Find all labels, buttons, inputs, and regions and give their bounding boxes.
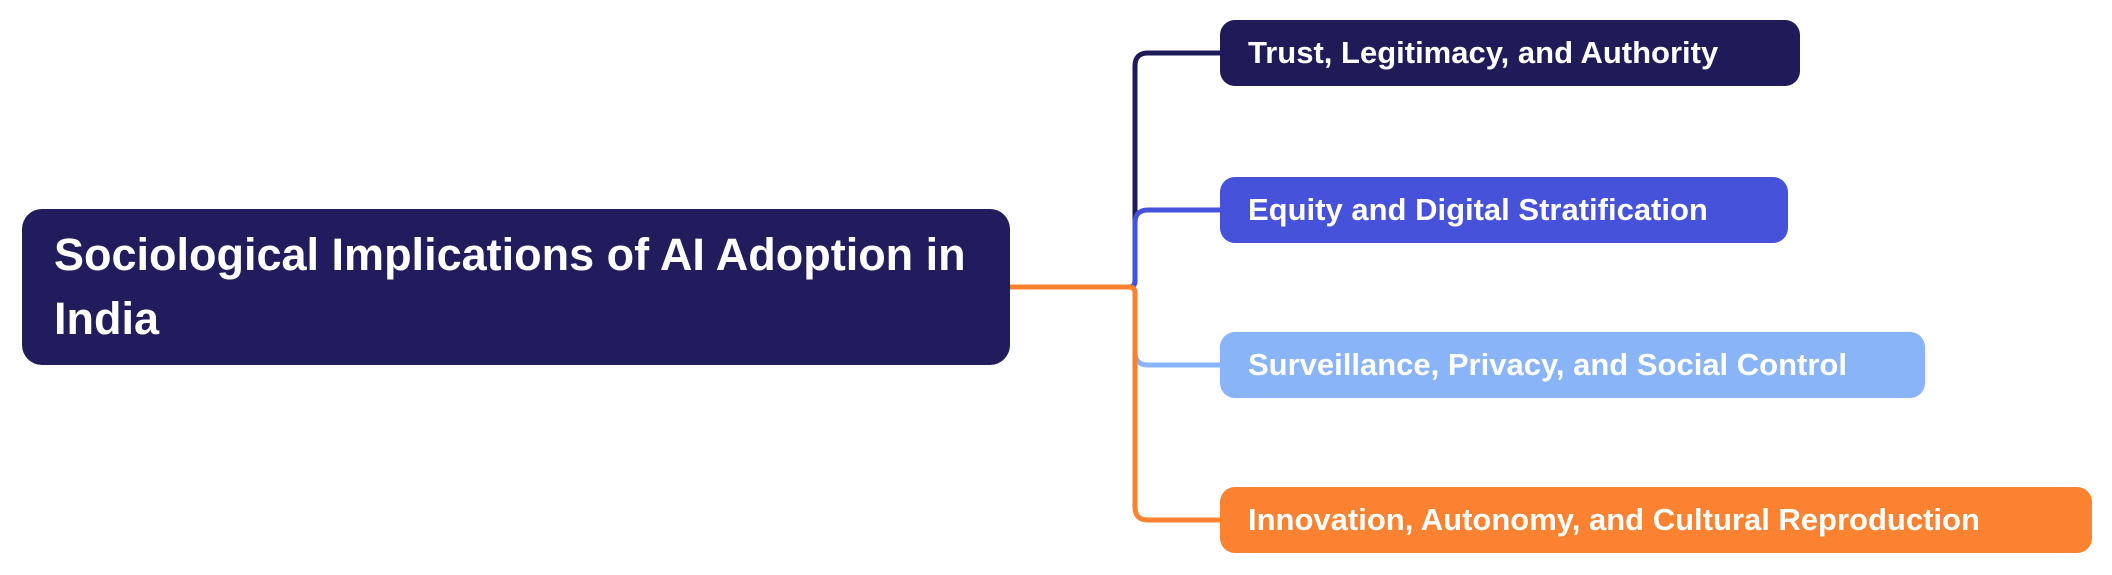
connector-branch-4	[1010, 284, 1222, 523]
child-node-label: Surveillance, Privacy, and Social Contro…	[1248, 347, 1847, 382]
mindmap-node-child-4[interactable]: Innovation, Autonomy, and Cultural Repro…	[1220, 487, 2092, 553]
connector-branch-2	[1010, 207, 1222, 290]
child-node-label: Innovation, Autonomy, and Cultural Repro…	[1248, 502, 1980, 537]
mindmap-node-child-1[interactable]: Trust, Legitimacy, and Authority	[1220, 20, 1800, 86]
mindmap-node-child-3[interactable]: Surveillance, Privacy, and Social Contro…	[1220, 332, 1925, 398]
connector-branch-3	[1010, 284, 1222, 368]
root-node-label-line2: India	[54, 293, 160, 344]
mindmap-root-node[interactable]: Sociological Implications of AI Adoption…	[22, 209, 1010, 365]
root-node-label-line1: Sociological Implications of AI Adoption…	[54, 229, 966, 280]
child-node-label: Trust, Legitimacy, and Authority	[1248, 35, 1719, 70]
child-node-label: Equity and Digital Stratification	[1248, 192, 1708, 227]
connector-branch-1	[1010, 50, 1222, 290]
mindmap-node-child-2[interactable]: Equity and Digital Stratification	[1220, 177, 1788, 243]
